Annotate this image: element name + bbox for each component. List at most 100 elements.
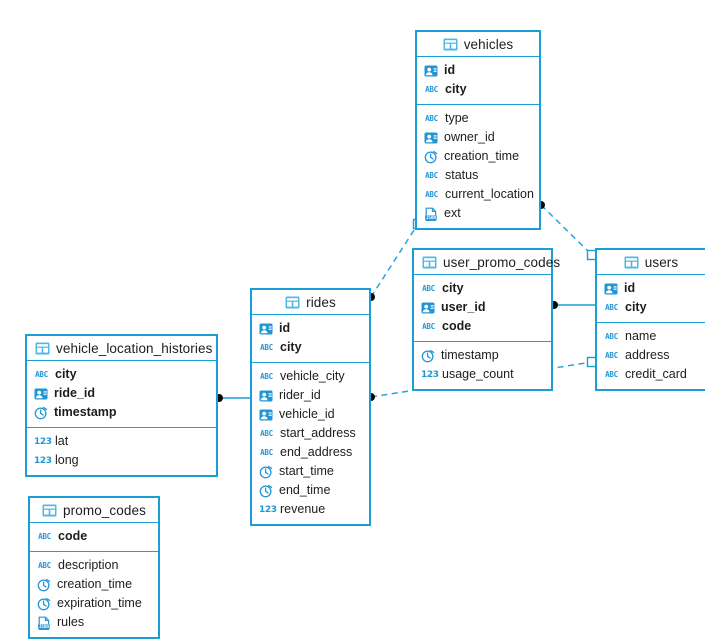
- column-field[interactable]: creation_time: [30, 575, 158, 594]
- entity-title: vehicle_location_histories: [56, 340, 213, 356]
- key-id-icon: [259, 389, 273, 403]
- abc-icon: ABC: [260, 428, 273, 438]
- entity-header-promo_codes[interactable]: promo_codes: [30, 498, 158, 523]
- clock-icon: [421, 349, 435, 363]
- entity-title: user_promo_codes: [443, 254, 561, 270]
- entity-header-vehicles[interactable]: vehicles: [417, 32, 539, 57]
- clock-icon: [37, 578, 51, 592]
- column-field[interactable]: rider_id: [252, 386, 369, 405]
- field-name: owner_id: [444, 130, 495, 144]
- entity-header-users[interactable]: users: [597, 250, 705, 275]
- primary-key-field[interactable]: timestamp: [27, 403, 216, 422]
- field-name: rider_id: [279, 388, 321, 402]
- column-field[interactable]: expiration_time: [30, 594, 158, 613]
- primary-key-field[interactable]: ride_id: [27, 384, 216, 403]
- field-name: id: [444, 63, 456, 77]
- column-field[interactable]: ABC current_location: [417, 185, 539, 204]
- json-icon: JSON: [424, 207, 438, 221]
- primary-key-field[interactable]: id: [252, 319, 369, 338]
- field-name: lat: [55, 434, 69, 448]
- field-name: current_location: [445, 187, 534, 201]
- field-name: address: [625, 348, 670, 362]
- primary-key-field[interactable]: id: [417, 61, 539, 80]
- abc-icon: ABC: [38, 560, 51, 570]
- entity-header-vehicle_location_histories[interactable]: vehicle_location_histories: [27, 336, 216, 361]
- abc-icon: ABC: [605, 369, 618, 379]
- column-field[interactable]: creation_time: [417, 147, 539, 166]
- field-name: status: [445, 168, 479, 182]
- num-icon: 123: [34, 455, 52, 466]
- key-id-icon: [424, 131, 438, 145]
- abc-icon: ABC: [260, 371, 273, 381]
- clock-icon: [34, 406, 48, 420]
- column-field[interactable]: end_time: [252, 481, 369, 500]
- primary-key-field[interactable]: user_id: [414, 298, 551, 317]
- field-name: usage_count: [442, 367, 514, 381]
- clock-icon: [259, 484, 273, 498]
- column-field[interactable]: owner_id: [417, 128, 539, 147]
- abc-icon: ABC: [605, 331, 618, 341]
- relationship-rel-upc-users[interactable]: [550, 301, 595, 309]
- svg-text:JSON: JSON: [426, 215, 436, 220]
- column-field[interactable]: JSON ext: [417, 204, 539, 223]
- primary-key-field[interactable]: id: [597, 279, 705, 298]
- column-field[interactable]: vehicle_id: [252, 405, 369, 424]
- abc-icon: ABC: [425, 189, 438, 199]
- field-name: vehicle_city: [280, 369, 345, 383]
- field-name: code: [442, 319, 472, 333]
- clock-icon: [424, 150, 438, 164]
- field-name: type: [445, 111, 469, 125]
- field-name: creation_time: [57, 577, 133, 591]
- relationship-rel-vlh-rides[interactable]: [215, 394, 250, 402]
- entity-header-user_promo_codes[interactable]: user_promo_codes: [414, 250, 560, 275]
- field-name: creation_time: [444, 149, 520, 163]
- clock-icon: [37, 597, 51, 611]
- table-grid-icon: [624, 256, 639, 269]
- column-field[interactable]: timestamp: [414, 346, 551, 365]
- field-name: ext: [444, 206, 461, 220]
- column-field[interactable]: ABC start_address: [252, 424, 369, 443]
- key-id-icon: [259, 408, 273, 422]
- primary-key-field[interactable]: ABC code: [414, 317, 551, 336]
- abc-icon: ABC: [605, 302, 618, 312]
- field-name: end_time: [279, 483, 331, 497]
- column-field[interactable]: start_time: [252, 462, 369, 481]
- entity-header-rides[interactable]: rides: [252, 290, 369, 315]
- abc-icon: ABC: [260, 342, 273, 352]
- column-field[interactable]: ABC vehicle_city: [252, 367, 369, 386]
- field-name: start_address: [280, 426, 356, 440]
- abc-icon: ABC: [422, 283, 435, 293]
- abc-icon: ABC: [422, 321, 435, 331]
